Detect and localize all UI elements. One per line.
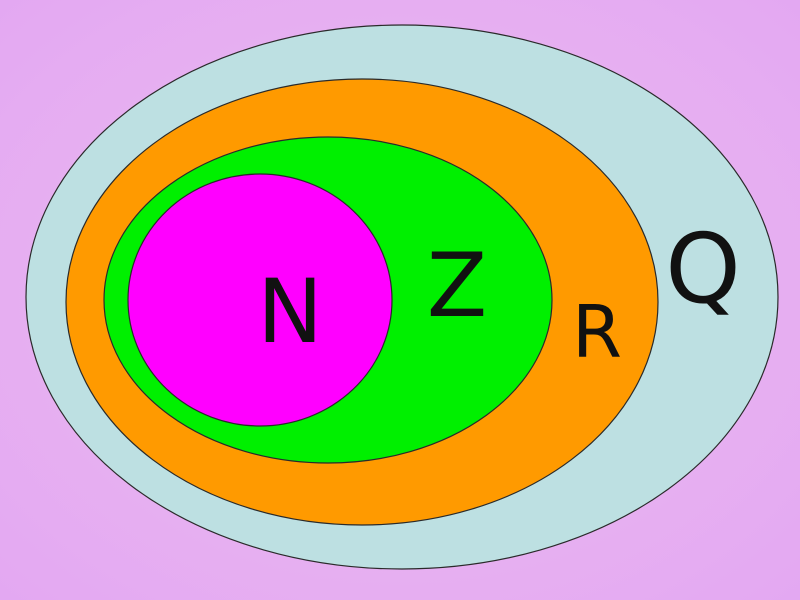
set-n-region [127,173,393,427]
set-n-label: N [257,260,323,363]
set-z-label: Z [427,234,487,337]
set-r-label: R [572,290,622,374]
set-q-label: Q [665,213,741,325]
